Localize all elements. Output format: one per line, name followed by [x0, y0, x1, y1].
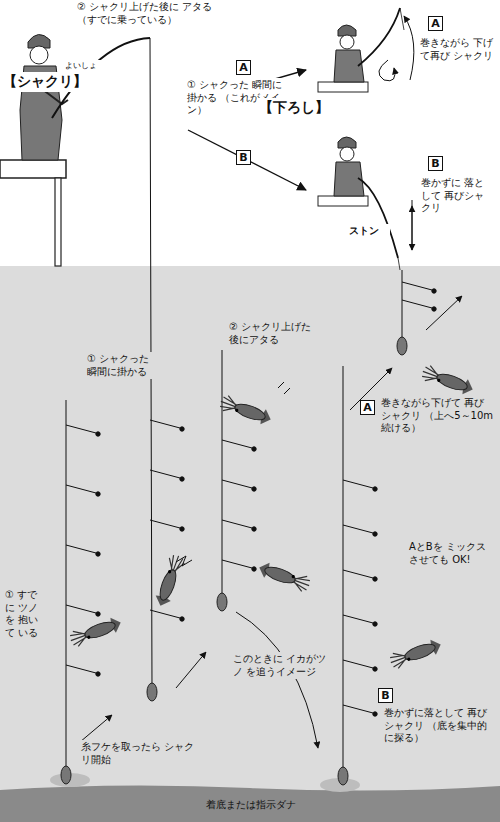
letter-box: B — [236, 150, 251, 165]
section-title: 【下ろし】 — [258, 98, 340, 118]
note-text: AとBを ミックス させても OK! — [408, 540, 490, 567]
step-text: 巻きながら 下げて再び シャクリ — [419, 36, 497, 63]
box-letter: A — [363, 401, 372, 414]
step-text: 巻きながら下げて 再びシャクリ （上へ5～10m 続ける） — [380, 396, 494, 436]
box-letter: B — [239, 151, 247, 164]
voice-text: よいしょ — [64, 60, 116, 72]
note-text: 糸フケを取ったら シャクリ開始 — [80, 740, 202, 767]
letter-box: A — [428, 16, 443, 31]
box-letter: B — [431, 157, 439, 170]
step-text: 巻かずに 落として 再びシャ クリ — [420, 176, 486, 216]
section-title: 【シャクリ】 — [2, 72, 94, 92]
box-letter: B — [381, 689, 389, 702]
letter-box: B — [378, 688, 393, 703]
sound-effect: ストン — [348, 224, 390, 239]
letter-box: A — [236, 60, 251, 75]
callout-text: ① すでに ツノを 抱いて いる — [4, 588, 48, 640]
callout-text: ① シャクった 瞬間に掛かる — [86, 352, 158, 379]
box-letter: A — [239, 61, 248, 74]
callout-text: ② シャクリ上げた 後にアタる — [228, 320, 320, 347]
step-text: 巻かずに落として 再びシャクリ （底を集中的に探る） — [383, 706, 497, 746]
letter-box: B — [428, 156, 443, 171]
callout-text: ② シャクリ上げた後に アタる（すでに乗っている） — [76, 0, 228, 27]
letter-box: A — [360, 400, 375, 415]
seabed-text: 着底または指示ダナ — [170, 798, 332, 813]
box-letter: A — [431, 17, 440, 30]
note-text: このときに イカがツノ を追うイメージ — [232, 652, 330, 679]
